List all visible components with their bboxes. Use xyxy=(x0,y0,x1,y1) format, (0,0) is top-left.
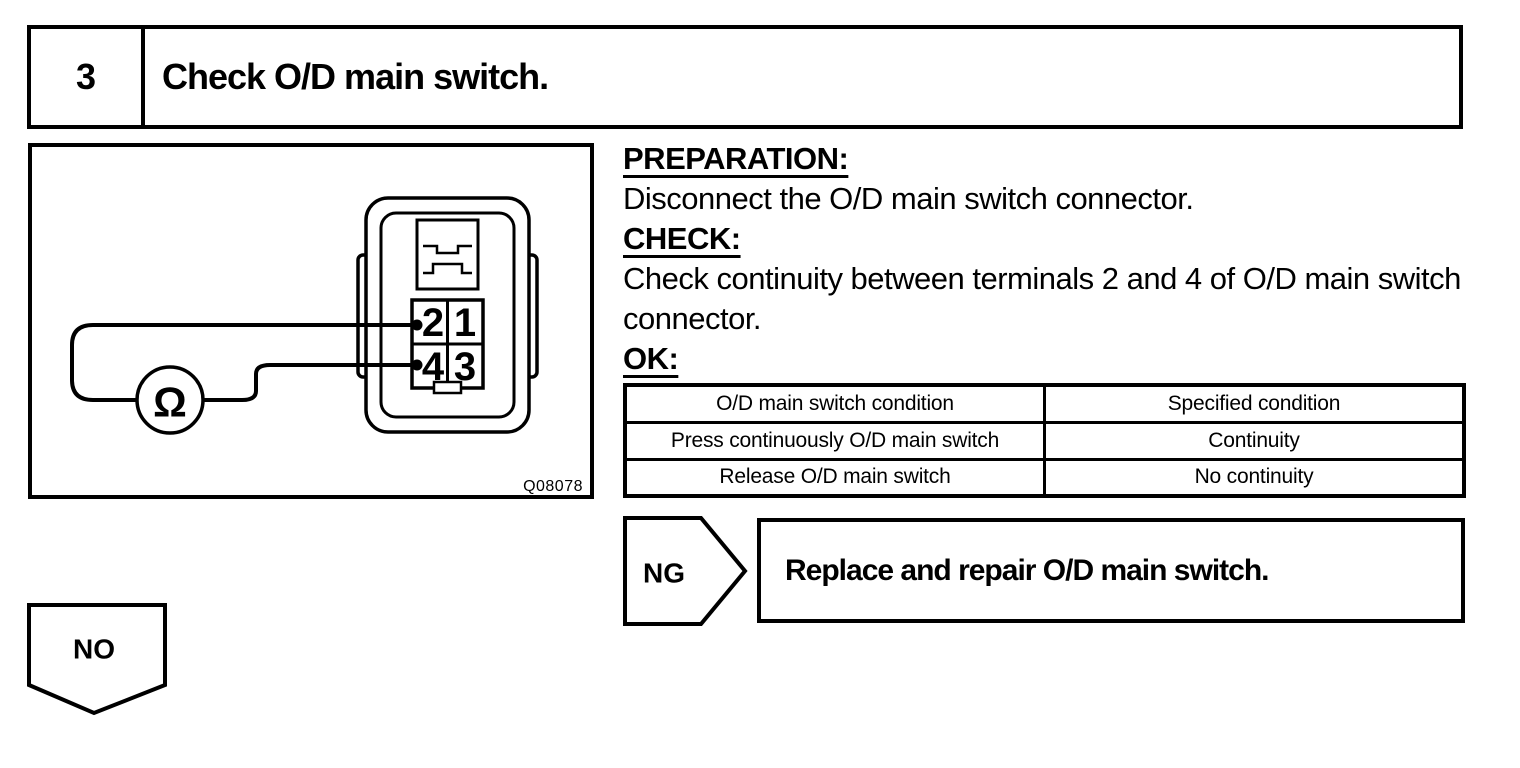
ng-action-text: Replace and repair O/D main switch. xyxy=(785,553,1269,587)
ng-action-box: Replace and repair O/D main switch. xyxy=(757,518,1465,623)
preparation-heading: PREPARATION: xyxy=(623,139,1485,179)
table-cell-condition: Release O/D main switch xyxy=(623,457,1046,498)
test-lead-wire-terminal-4 xyxy=(203,363,417,402)
terminal-grid-notch xyxy=(432,380,463,395)
ng-arrow-shape xyxy=(623,516,748,626)
preparation-text: Disconnect the O/D main switch connector… xyxy=(623,181,1194,216)
no-arrow-shape xyxy=(27,603,167,716)
lock-tab-latch-lower xyxy=(423,262,472,275)
instructions: PREPARATION: Disconnect the O/D main swi… xyxy=(623,139,1485,379)
lock-tab-latch-upper xyxy=(423,244,472,255)
terminal-1-label: 1 xyxy=(454,301,476,345)
ohmmeter-symbol: Ω xyxy=(153,379,187,426)
step-title: Check O/D main switch. xyxy=(162,56,549,97)
probe-dot-terminal-2 xyxy=(411,319,423,331)
ok-label: OK: xyxy=(623,341,679,376)
no-arrow: NO xyxy=(26,603,168,722)
step-number: 3 xyxy=(31,29,145,125)
table-header-condition: O/D main switch condition xyxy=(623,383,1046,424)
table-cell-specified: Continuity xyxy=(1043,420,1466,461)
table-row: Press continuously O/D main switch Conti… xyxy=(623,420,1466,461)
table-cell-specified: No continuity xyxy=(1043,457,1466,498)
connector-ohmmeter-diagram: 2 1 4 3 Ω Q08078 xyxy=(70,196,583,495)
specification-table: O/D main switch condition Specified cond… xyxy=(623,383,1466,498)
connector-lock-tab xyxy=(415,218,480,291)
terminal-4-label: 4 xyxy=(422,345,445,389)
check-heading: CHECK: xyxy=(623,219,1485,259)
check-label: CHECK: xyxy=(623,221,741,256)
figure-code: Q08078 xyxy=(523,478,583,495)
figure-box: 2 1 4 3 Ω Q08078 xyxy=(28,143,594,499)
terminal-2-label: 2 xyxy=(422,301,444,345)
step-header: 3 Check O/D main switch. xyxy=(27,25,1463,129)
check-text: Check continuity between terminals 2 and… xyxy=(623,261,1461,336)
ng-arrow-label: NG xyxy=(643,558,685,589)
ohmmeter-circle xyxy=(135,365,205,435)
table-row: Release O/D main switch No continuity xyxy=(623,457,1466,498)
table-cell-condition: Press continuously O/D main switch xyxy=(623,420,1046,461)
table-header-specified: Specified condition xyxy=(1043,383,1466,424)
probe-dot-terminal-4 xyxy=(411,359,423,371)
terminal-3-label: 3 xyxy=(454,345,476,389)
table-header-row: O/D main switch condition Specified cond… xyxy=(623,383,1466,424)
ok-heading: OK: xyxy=(623,339,1485,379)
test-lead-wire-terminal-2 xyxy=(70,323,417,402)
no-arrow-label: NO xyxy=(73,634,115,665)
ng-arrow: NG xyxy=(623,516,749,631)
preparation-label: PREPARATION: xyxy=(623,141,849,176)
